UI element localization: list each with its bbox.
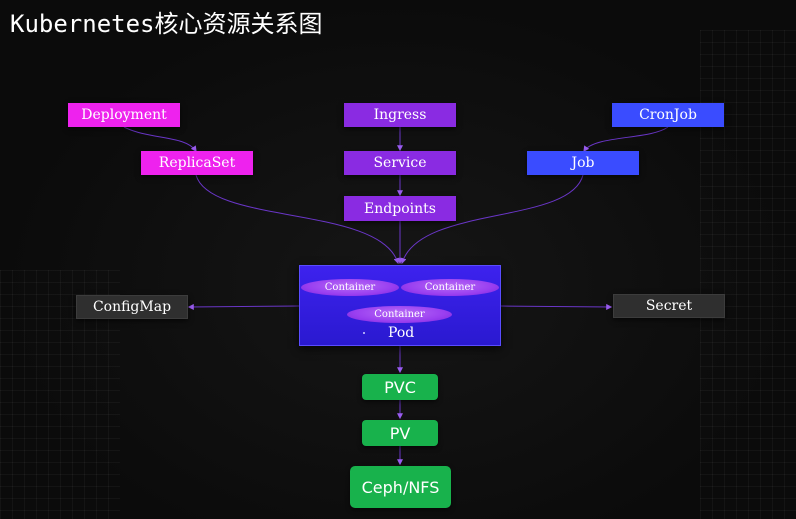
pod-dot-mark bbox=[363, 332, 365, 334]
pv-label: PV bbox=[389, 423, 411, 443]
edge-pod-secret bbox=[500, 303, 613, 310]
job-node: Job bbox=[527, 151, 639, 175]
replicaset-label: ReplicaSet bbox=[158, 155, 236, 171]
replicaset-node: ReplicaSet bbox=[141, 151, 253, 175]
pvc-node: PVC bbox=[362, 374, 438, 400]
secret-label: Secret bbox=[645, 298, 693, 314]
ingress-node: Ingress bbox=[344, 103, 456, 127]
service-label: Service bbox=[373, 155, 427, 171]
pod-node: Container Container Container Pod bbox=[299, 265, 501, 346]
ingress-label: Ingress bbox=[373, 107, 427, 123]
endpoints-node: Endpoints bbox=[344, 196, 456, 221]
pod-label: Pod bbox=[388, 325, 415, 341]
storage-label: Ceph/NFS bbox=[361, 477, 440, 497]
configmap-label: ConfigMap bbox=[92, 299, 172, 315]
endpoints-label: Endpoints bbox=[364, 200, 436, 217]
storage-node: Ceph/NFS bbox=[350, 466, 451, 508]
deployment-label: Deployment bbox=[81, 107, 167, 123]
cronjob-label: CronJob bbox=[639, 107, 697, 123]
configmap-node: ConfigMap bbox=[76, 295, 188, 319]
deployment-node: Deployment bbox=[68, 103, 180, 127]
job-label: Job bbox=[571, 155, 595, 171]
secret-node: Secret bbox=[613, 294, 725, 318]
edge-pod-configmap bbox=[187, 303, 300, 310]
cronjob-node: CronJob bbox=[612, 103, 724, 127]
container-ellipse-3: Container bbox=[347, 306, 452, 323]
container-ellipse-1: Container bbox=[301, 279, 399, 296]
pv-node: PV bbox=[362, 420, 438, 446]
service-node: Service bbox=[344, 151, 456, 175]
pvc-label: PVC bbox=[384, 377, 416, 397]
edge-deployment-replicaset bbox=[123, 126, 197, 152]
edge-replicaset-pod bbox=[195, 174, 400, 265]
container-ellipse-2: Container bbox=[401, 279, 499, 296]
diagram-title: Kubernetes核心资源关系图 bbox=[10, 10, 323, 38]
edge-cronjob-job bbox=[583, 126, 669, 152]
edge-job-pod bbox=[400, 174, 584, 265]
